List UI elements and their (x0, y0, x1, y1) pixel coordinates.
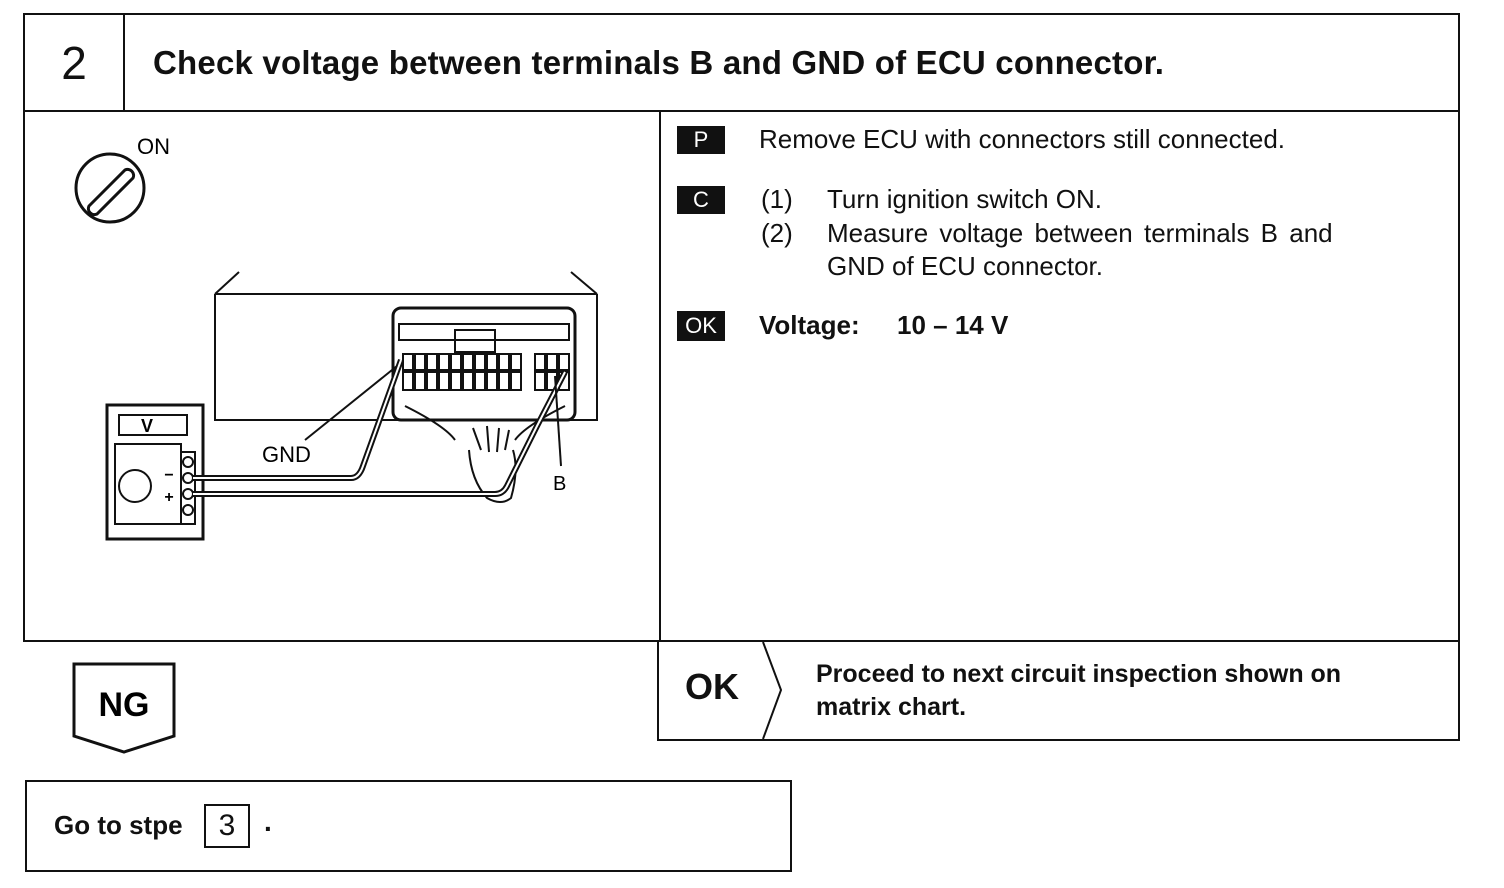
voltmeter-v-label: V (141, 416, 153, 436)
ecu-connector (391, 306, 577, 503)
goto-step-text: Go to stpe (54, 810, 183, 840)
ok-result-box: OK Proceed to next circuit inspection sh… (657, 640, 1460, 741)
goto-step-number: 3 (204, 804, 250, 848)
check-tag: C (677, 186, 725, 214)
ng-action-box: Go to stpe 3 . (25, 780, 792, 872)
step-title: Check voltage between terminals B and GN… (153, 43, 1165, 81)
ng-label: NG (99, 686, 150, 724)
ok-arrow-divider (762, 642, 783, 739)
b-terminal-label: B (553, 473, 566, 495)
ok-action-text: Proceed to next circuit inspection shown… (816, 658, 1436, 724)
ng-result-arrow: NG (72, 662, 176, 754)
ok-spec-tag: OK (677, 311, 725, 341)
ok-spec-label: Voltage: (759, 310, 860, 340)
check-step-1-text: Turn ignition switch ON. (827, 184, 1103, 214)
ignition-on-label: ON (137, 134, 170, 159)
ignition-key-icon (74, 152, 146, 224)
test-leads (193, 358, 568, 497)
ok-spec-value: 10 – 14 V (897, 310, 1009, 340)
step-header: 2 Check voltage between terminals B and … (23, 13, 1460, 112)
check-step-2-text-line-1: Measure voltage between terminals B and (827, 218, 1333, 248)
goto-step-period: . (264, 806, 272, 837)
check-step-2-number: (2) (761, 218, 793, 248)
ok-action-line-2: matrix chart. (816, 693, 967, 721)
column-divider (659, 110, 661, 640)
voltmeter (105, 403, 205, 541)
gnd-terminal-label: GND (262, 442, 311, 467)
check-step-1-number: (1) (761, 184, 793, 214)
voltmeter-minus-label: − (164, 467, 173, 484)
step-number: 2 (25, 15, 125, 110)
prep-text: Remove ECU with connectors still connect… (759, 124, 1286, 154)
step-body: ON (23, 110, 1460, 642)
voltmeter-plus-label: + (164, 489, 173, 506)
ok-action-line-1: Proceed to next circuit inspection shown… (816, 660, 1342, 688)
prep-tag: P (677, 126, 725, 154)
check-step-2-text-line-2: GND of ECU connector. (827, 251, 1103, 281)
ok-label: OK (685, 666, 739, 707)
wiring-illustration: ON (74, 134, 598, 541)
